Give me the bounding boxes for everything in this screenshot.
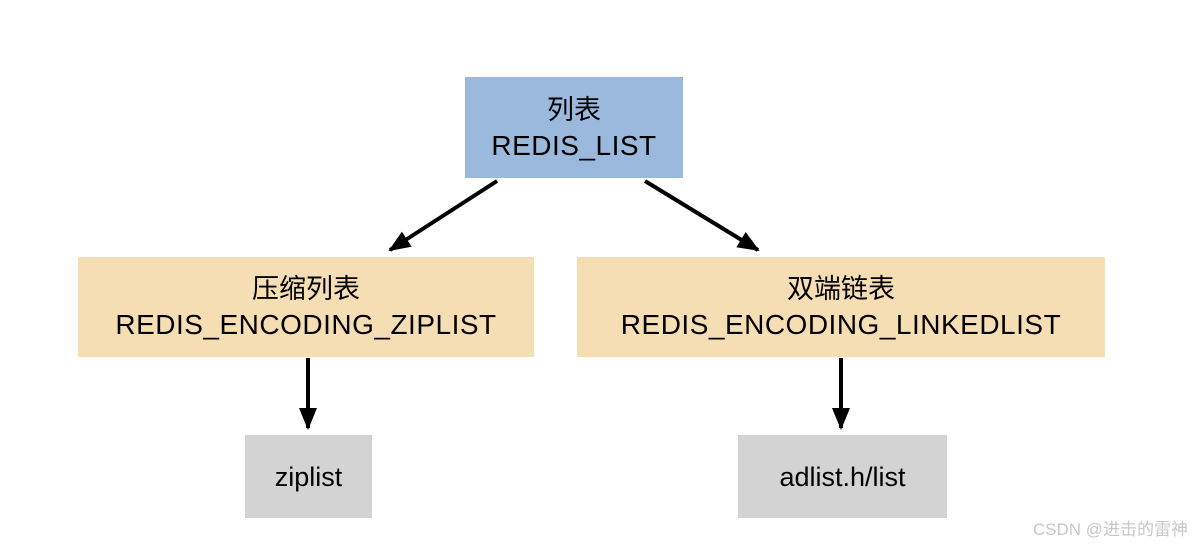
node-encoding-ziplist: 压缩列表 REDIS_ENCODING_ZIPLIST bbox=[78, 257, 534, 357]
node-redis-list-title: 列表 bbox=[547, 94, 601, 125]
csdn-watermark: CSDN @进击的雷神 bbox=[1032, 520, 1188, 539]
node-encoding-ziplist-code: REDIS_ENCODING_ZIPLIST bbox=[115, 309, 497, 340]
node-impl-ziplist-label: ziplist bbox=[274, 461, 343, 492]
node-impl-ziplist: ziplist bbox=[245, 435, 372, 518]
edge-arrow-root-to-ziplist-encoding bbox=[388, 179, 499, 252]
node-encoding-linkedlist: 双端链表 REDIS_ENCODING_LINKEDLIST bbox=[577, 257, 1105, 357]
node-encoding-linkedlist-code: REDIS_ENCODING_LINKEDLIST bbox=[620, 309, 1062, 340]
node-impl-adlist-label: adlist.h/list bbox=[779, 461, 906, 492]
node-redis-list-code: REDIS_LIST bbox=[491, 129, 657, 161]
edge-arrow-root-to-linkedlist-encoding bbox=[643, 179, 760, 252]
node-encoding-linkedlist-title: 双端链表 bbox=[787, 274, 895, 304]
node-redis-list: 列表 REDIS_LIST bbox=[465, 77, 683, 178]
node-impl-adlist: adlist.h/list bbox=[738, 435, 947, 518]
node-encoding-ziplist-title: 压缩列表 bbox=[252, 274, 360, 304]
